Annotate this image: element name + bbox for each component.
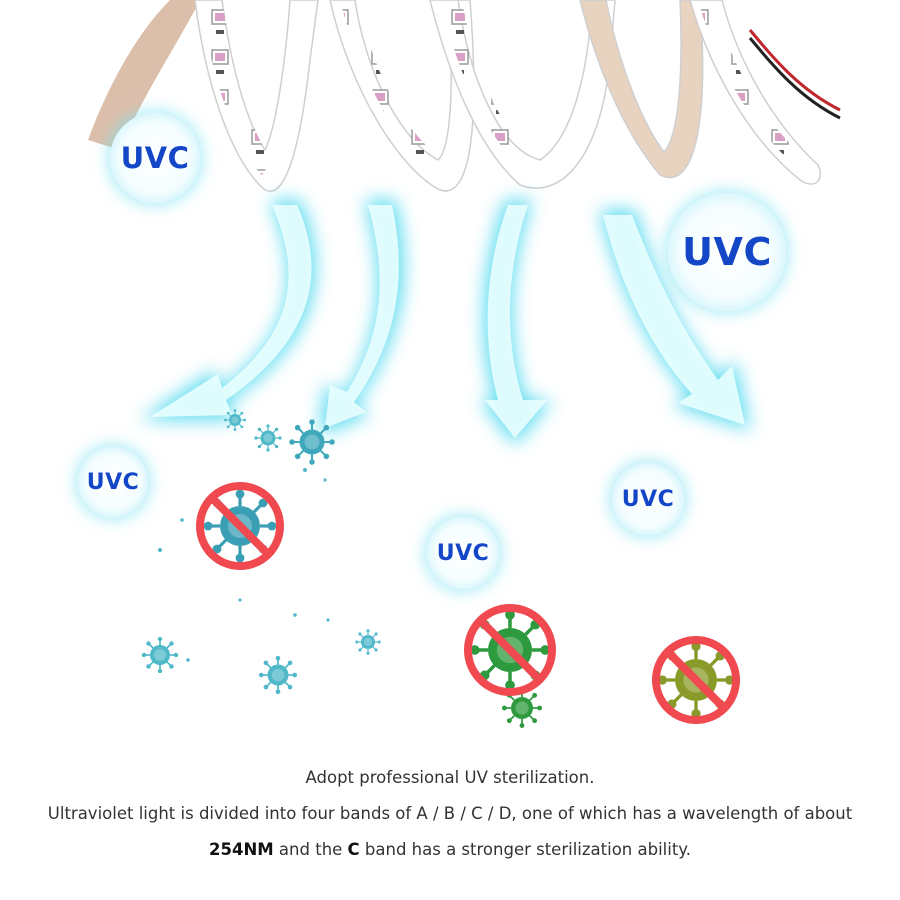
virus-icon [141, 635, 179, 675]
uvc-label: UVC [436, 540, 490, 566]
uvc-bubble: UVC [668, 193, 786, 311]
prohibited-icon [464, 604, 556, 696]
uvc-bubble: UVC [110, 113, 200, 203]
virus-icon [354, 628, 382, 656]
uvc-label: UVC [621, 486, 675, 512]
caption-text: band has a stronger sterilization abilit… [359, 840, 691, 859]
wavelength-value: 254NM [209, 840, 274, 859]
virus-icon [258, 655, 298, 695]
virus-cluster [141, 408, 543, 729]
caption-line-3: 254NM and the C band has a stronger ster… [0, 832, 900, 868]
uvc-bubble: UVC [612, 463, 684, 535]
virus-icon [253, 423, 283, 453]
virus-icon [223, 408, 247, 432]
uvc-bubble: UVC [78, 447, 148, 517]
caption: Adopt professional UV sterilization. Ult… [0, 760, 900, 868]
band-letter: C [347, 840, 360, 859]
uvc-bubble: UVC [427, 517, 499, 589]
caption-text: and the [273, 840, 348, 859]
led-strip [88, 0, 841, 192]
prohibited-icon [652, 636, 740, 724]
caption-line-1: Adopt professional UV sterilization. [305, 768, 595, 787]
uvc-label: UVC [682, 230, 772, 274]
virus-icon [288, 418, 336, 466]
caption-line-2: Ultraviolet light is divided into four b… [47, 804, 853, 823]
uvc-label: UVC [120, 141, 190, 175]
uvc-label: UVC [86, 469, 140, 495]
prohibited-icon [196, 482, 284, 570]
uv-arrows [140, 200, 750, 445]
